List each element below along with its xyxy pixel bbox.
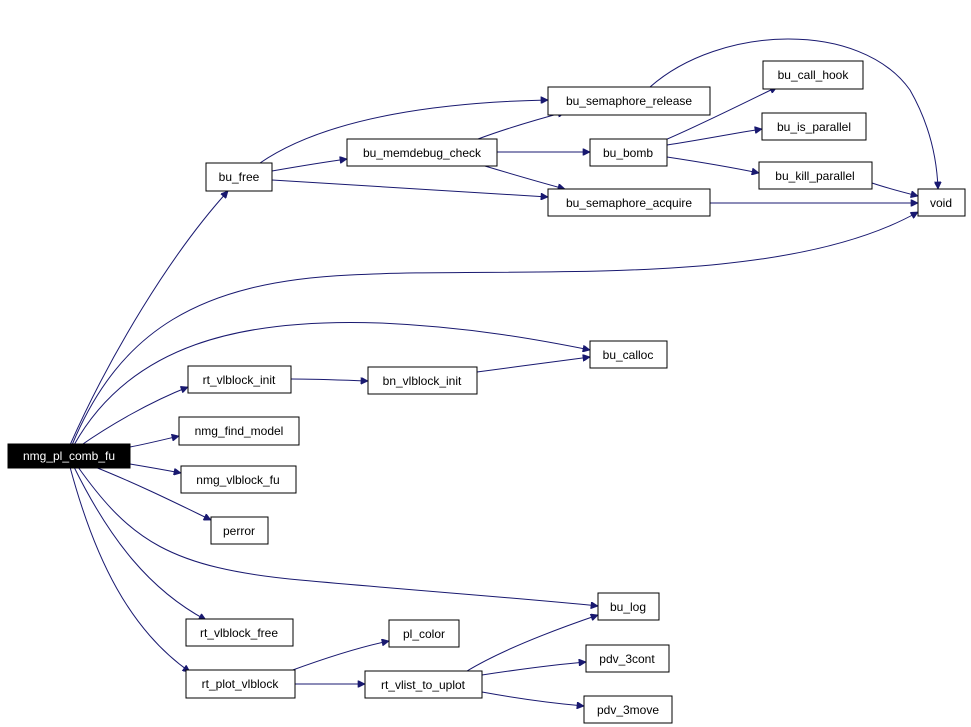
edge-rt_plot_vlblock-pl_color: [289, 641, 389, 672]
node-perror[interactable]: perror: [210, 516, 269, 545]
node-label-bu_calloc: bu_calloc: [603, 348, 654, 362]
node-label-void: void: [930, 196, 952, 210]
node-label-bu_call_hook: bu_call_hook: [778, 68, 850, 82]
edge-bn_vlblock_init-bu_calloc: [476, 357, 590, 373]
node-bu_kill_parallel[interactable]: bu_kill_parallel: [758, 161, 873, 190]
node-nmg_pl_comb_fu[interactable]: nmg_pl_comb_fu: [7, 443, 131, 469]
node-label-bu_kill_parallel: bu_kill_parallel: [775, 169, 854, 183]
node-label-pdv_3move: pdv_3move: [597, 703, 659, 717]
edge-bu_kill_parallel-void: [871, 182, 918, 196]
edge-rt_vlist_to_uplot-pdv_3move: [481, 691, 584, 706]
node-label-pdv_3cont: pdv_3cont: [599, 652, 655, 666]
node-label-rt_plot_vlblock: rt_plot_vlblock: [202, 677, 280, 691]
node-void[interactable]: void: [917, 188, 966, 217]
node-bu_call_hook[interactable]: bu_call_hook: [762, 60, 864, 90]
edge-bu_bomb-bu_kill_parallel: [666, 156, 759, 173]
node-label-nmg_vlblock_fu: nmg_vlblock_fu: [196, 473, 279, 487]
node-label-rt_vlblock_init: rt_vlblock_init: [203, 373, 276, 387]
node-label-bu_semaphore_acquire: bu_semaphore_acquire: [566, 196, 692, 210]
edge-nmg_pl_comb_fu-rt_vlblock_free: [73, 466, 206, 621]
edge-rt_vlblock_init-bn_vlblock_init: [290, 379, 368, 381]
node-label-bu_log: bu_log: [610, 600, 646, 614]
node-pl_color[interactable]: pl_color: [388, 619, 460, 648]
edge-bu_bomb-bu_is_parallel: [666, 129, 762, 146]
node-bu_is_parallel[interactable]: bu_is_parallel: [761, 112, 867, 141]
edge-nmg_pl_comb_fu-void: [71, 211, 918, 446]
node-label-bu_semaphore_release: bu_semaphore_release: [566, 94, 692, 108]
node-label-nmg_pl_comb_fu: nmg_pl_comb_fu: [23, 449, 115, 463]
edge-rt_vlist_to_uplot-bu_log: [466, 615, 598, 672]
edge-nmg_pl_comb_fu-bu_calloc: [73, 321, 590, 446]
edge-bu_free-bu_memdebug_check: [271, 159, 347, 172]
edge-bu_free-bu_semaphore_acquire: [271, 179, 548, 197]
node-label-nmg_find_model: nmg_find_model: [195, 424, 284, 438]
node-nmg_vlblock_fu[interactable]: nmg_vlblock_fu: [180, 465, 297, 494]
node-label-rt_vlist_to_uplot: rt_vlist_to_uplot: [381, 678, 466, 692]
node-label-bu_memdebug_check: bu_memdebug_check: [363, 146, 482, 160]
node-bu_semaphore_acquire[interactable]: bu_semaphore_acquire: [547, 188, 711, 217]
node-pdv_3cont[interactable]: pdv_3cont: [585, 644, 670, 673]
node-label-perror: perror: [223, 524, 255, 538]
node-bu_log[interactable]: bu_log: [597, 592, 660, 621]
nodes: nmg_pl_comb_fu bu_free bu_memdebug_check…: [7, 60, 966, 724]
edge-bu_memdebug_check-bu_semaphore_release: [477, 112, 565, 140]
node-pdv_3move[interactable]: pdv_3move: [583, 695, 673, 724]
edge-nmg_pl_comb_fu-rt_plot_vlblock: [69, 466, 190, 672]
node-label-pl_color: pl_color: [403, 627, 445, 641]
node-rt_vlist_to_uplot[interactable]: rt_vlist_to_uplot: [364, 670, 483, 699]
node-bu_semaphore_release[interactable]: bu_semaphore_release: [547, 86, 711, 116]
node-bu_free[interactable]: bu_free: [205, 162, 273, 192]
node-label-bu_bomb: bu_bomb: [603, 146, 653, 160]
node-rt_plot_vlblock[interactable]: rt_plot_vlblock: [185, 669, 296, 699]
node-label-rt_vlblock_free: rt_vlblock_free: [200, 626, 278, 640]
node-rt_vlblock_free[interactable]: rt_vlblock_free: [185, 618, 294, 647]
edge-bu_free-bu_semaphore_release: [259, 100, 548, 164]
node-bu_memdebug_check[interactable]: bu_memdebug_check: [346, 138, 498, 167]
edge-rt_vlist_to_uplot-pdv_3cont: [481, 662, 586, 676]
edge-bu_semaphore_release-void: [649, 38, 938, 189]
edge-nmg_pl_comb_fu-perror: [94, 466, 211, 520]
edge-nmg_pl_comb_fu-bu_log: [77, 466, 598, 606]
node-rt_vlblock_init[interactable]: rt_vlblock_init: [187, 365, 292, 394]
edge-bu_bomb-bu_call_hook: [664, 86, 777, 141]
edge-bu_memdebug_check-bu_semaphore_acquire: [477, 163, 565, 189]
edge-nmg_pl_comb_fu-bu_free: [69, 191, 228, 446]
node-bu_bomb[interactable]: bu_bomb: [589, 138, 668, 167]
edge-nmg_pl_comb_fu-rt_vlblock_init: [79, 387, 188, 447]
node-label-bu_is_parallel: bu_is_parallel: [777, 120, 851, 134]
edge-nmg_pl_comb_fu-nmg_vlblock_fu: [129, 463, 181, 473]
node-label-bu_free: bu_free: [219, 170, 260, 184]
edge-nmg_pl_comb_fu-nmg_find_model: [129, 436, 179, 448]
node-label-bn_vlblock_init: bn_vlblock_init: [383, 374, 462, 388]
node-bn_vlblock_init[interactable]: bn_vlblock_init: [367, 366, 478, 395]
node-nmg_find_model[interactable]: nmg_find_model: [178, 416, 300, 446]
node-bu_calloc[interactable]: bu_calloc: [589, 340, 668, 369]
